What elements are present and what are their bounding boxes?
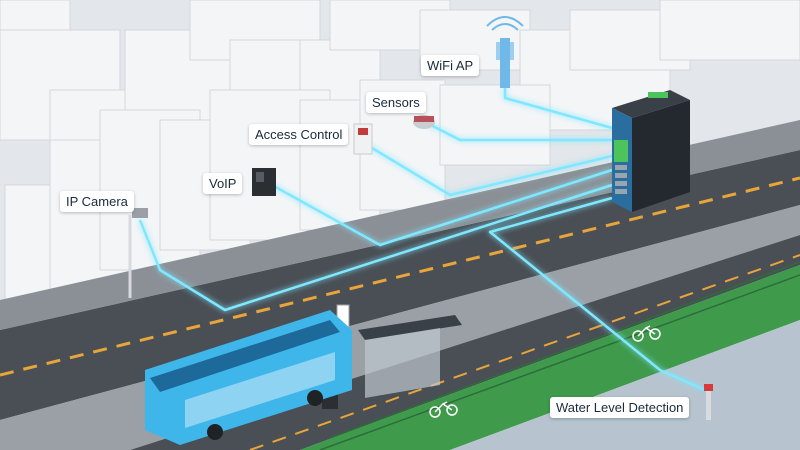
bike-lane: [300, 265, 800, 450]
label-water-level-detection: Water Level Detection: [550, 397, 690, 418]
bus-icon: [145, 310, 352, 445]
label-ip-camera: IP Camera: [60, 191, 134, 212]
sidewalk-upper: [0, 120, 800, 330]
bicycle-lane-icon: [632, 325, 661, 342]
access-control-icon: [353, 123, 373, 155]
label-sensors: Sensors: [366, 92, 426, 113]
wifi-ap-tower-icon: [486, 16, 524, 88]
bicycle-lane-icon: [429, 401, 458, 418]
industrial-switch-icon: [612, 90, 690, 212]
sensor-icon: [413, 115, 435, 129]
label-voip: VoIP: [203, 173, 243, 194]
railing: [319, 261, 800, 450]
link-voip: [271, 168, 613, 247]
lane-markings: [0, 176, 800, 377]
label-wifi-ap: WiFi AP: [421, 55, 480, 76]
link-wifi-ap: [503, 88, 613, 130]
water: [450, 320, 800, 450]
network-links: [138, 88, 706, 392]
voip-phone-icon: [252, 168, 276, 196]
ip-camera-icon: [128, 208, 148, 298]
link-sensors: [424, 120, 612, 142]
link-access-control: [366, 143, 613, 197]
label-access-control: Access Control: [249, 124, 349, 145]
link-ip-camera: [138, 183, 613, 312]
link-water-level: [488, 196, 706, 392]
water-level-sensor-icon: [704, 384, 713, 420]
